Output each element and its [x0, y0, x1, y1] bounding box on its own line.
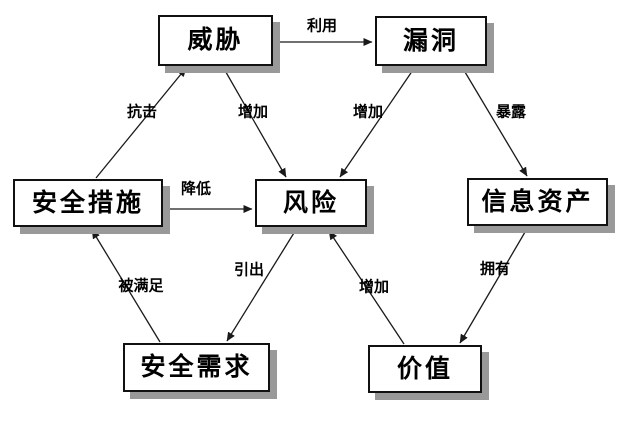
- node-label-vulnerability: 漏洞: [402, 26, 459, 55]
- edge-label-resist: 抗击: [126, 103, 158, 121]
- node-vulnerability: 漏洞: [375, 16, 487, 66]
- edge-label-exploit: 利用: [306, 17, 338, 35]
- node-label-threat: 威胁: [187, 26, 244, 54]
- node-value: 价值: [368, 345, 482, 393]
- node-label-value: 价值: [396, 354, 453, 383]
- node-information-assets: 信息资产: [467, 178, 608, 226]
- edge-resist-arrow: [95, 67, 187, 179]
- edge-label-be-satisfied: 被满足: [118, 277, 164, 295]
- edge-label-increase-from-value: 增加: [358, 278, 390, 296]
- node-risk: 风险: [255, 179, 367, 227]
- edge-own-arrow: [459, 226, 529, 344]
- edge-derive-arrow: [226, 227, 298, 342]
- edge-increase-from-value-arrow: [328, 230, 405, 345]
- edge-label-reduce: 降低: [180, 180, 212, 198]
- edge-expose-arrow: [461, 66, 528, 177]
- edge-label-derive: 引出: [233, 261, 265, 279]
- edge-be-satisfied-arrow: [91, 229, 161, 343]
- edge-increase-from-threat-arrow: [222, 66, 287, 178]
- node-label-information-assets: 信息资产: [481, 187, 594, 216]
- node-security-requirements: 安全需求: [123, 343, 270, 392]
- edge-label-own: 拥有: [479, 260, 511, 278]
- edge-label-increase-from-vuln: 增加: [352, 103, 384, 121]
- node-label-security-requirements: 安全需求: [140, 353, 253, 381]
- edge-increase-from-vuln-arrow: [339, 66, 416, 178]
- node-threat: 威胁: [158, 15, 273, 66]
- node-label-risk: 风险: [282, 188, 339, 217]
- node-label-safeguards: 安全措施: [31, 188, 144, 217]
- edge-label-increase-from-threat: 增加: [237, 103, 269, 121]
- edge-label-expose: 暴露: [495, 103, 527, 121]
- node-safeguards: 安全措施: [13, 179, 163, 227]
